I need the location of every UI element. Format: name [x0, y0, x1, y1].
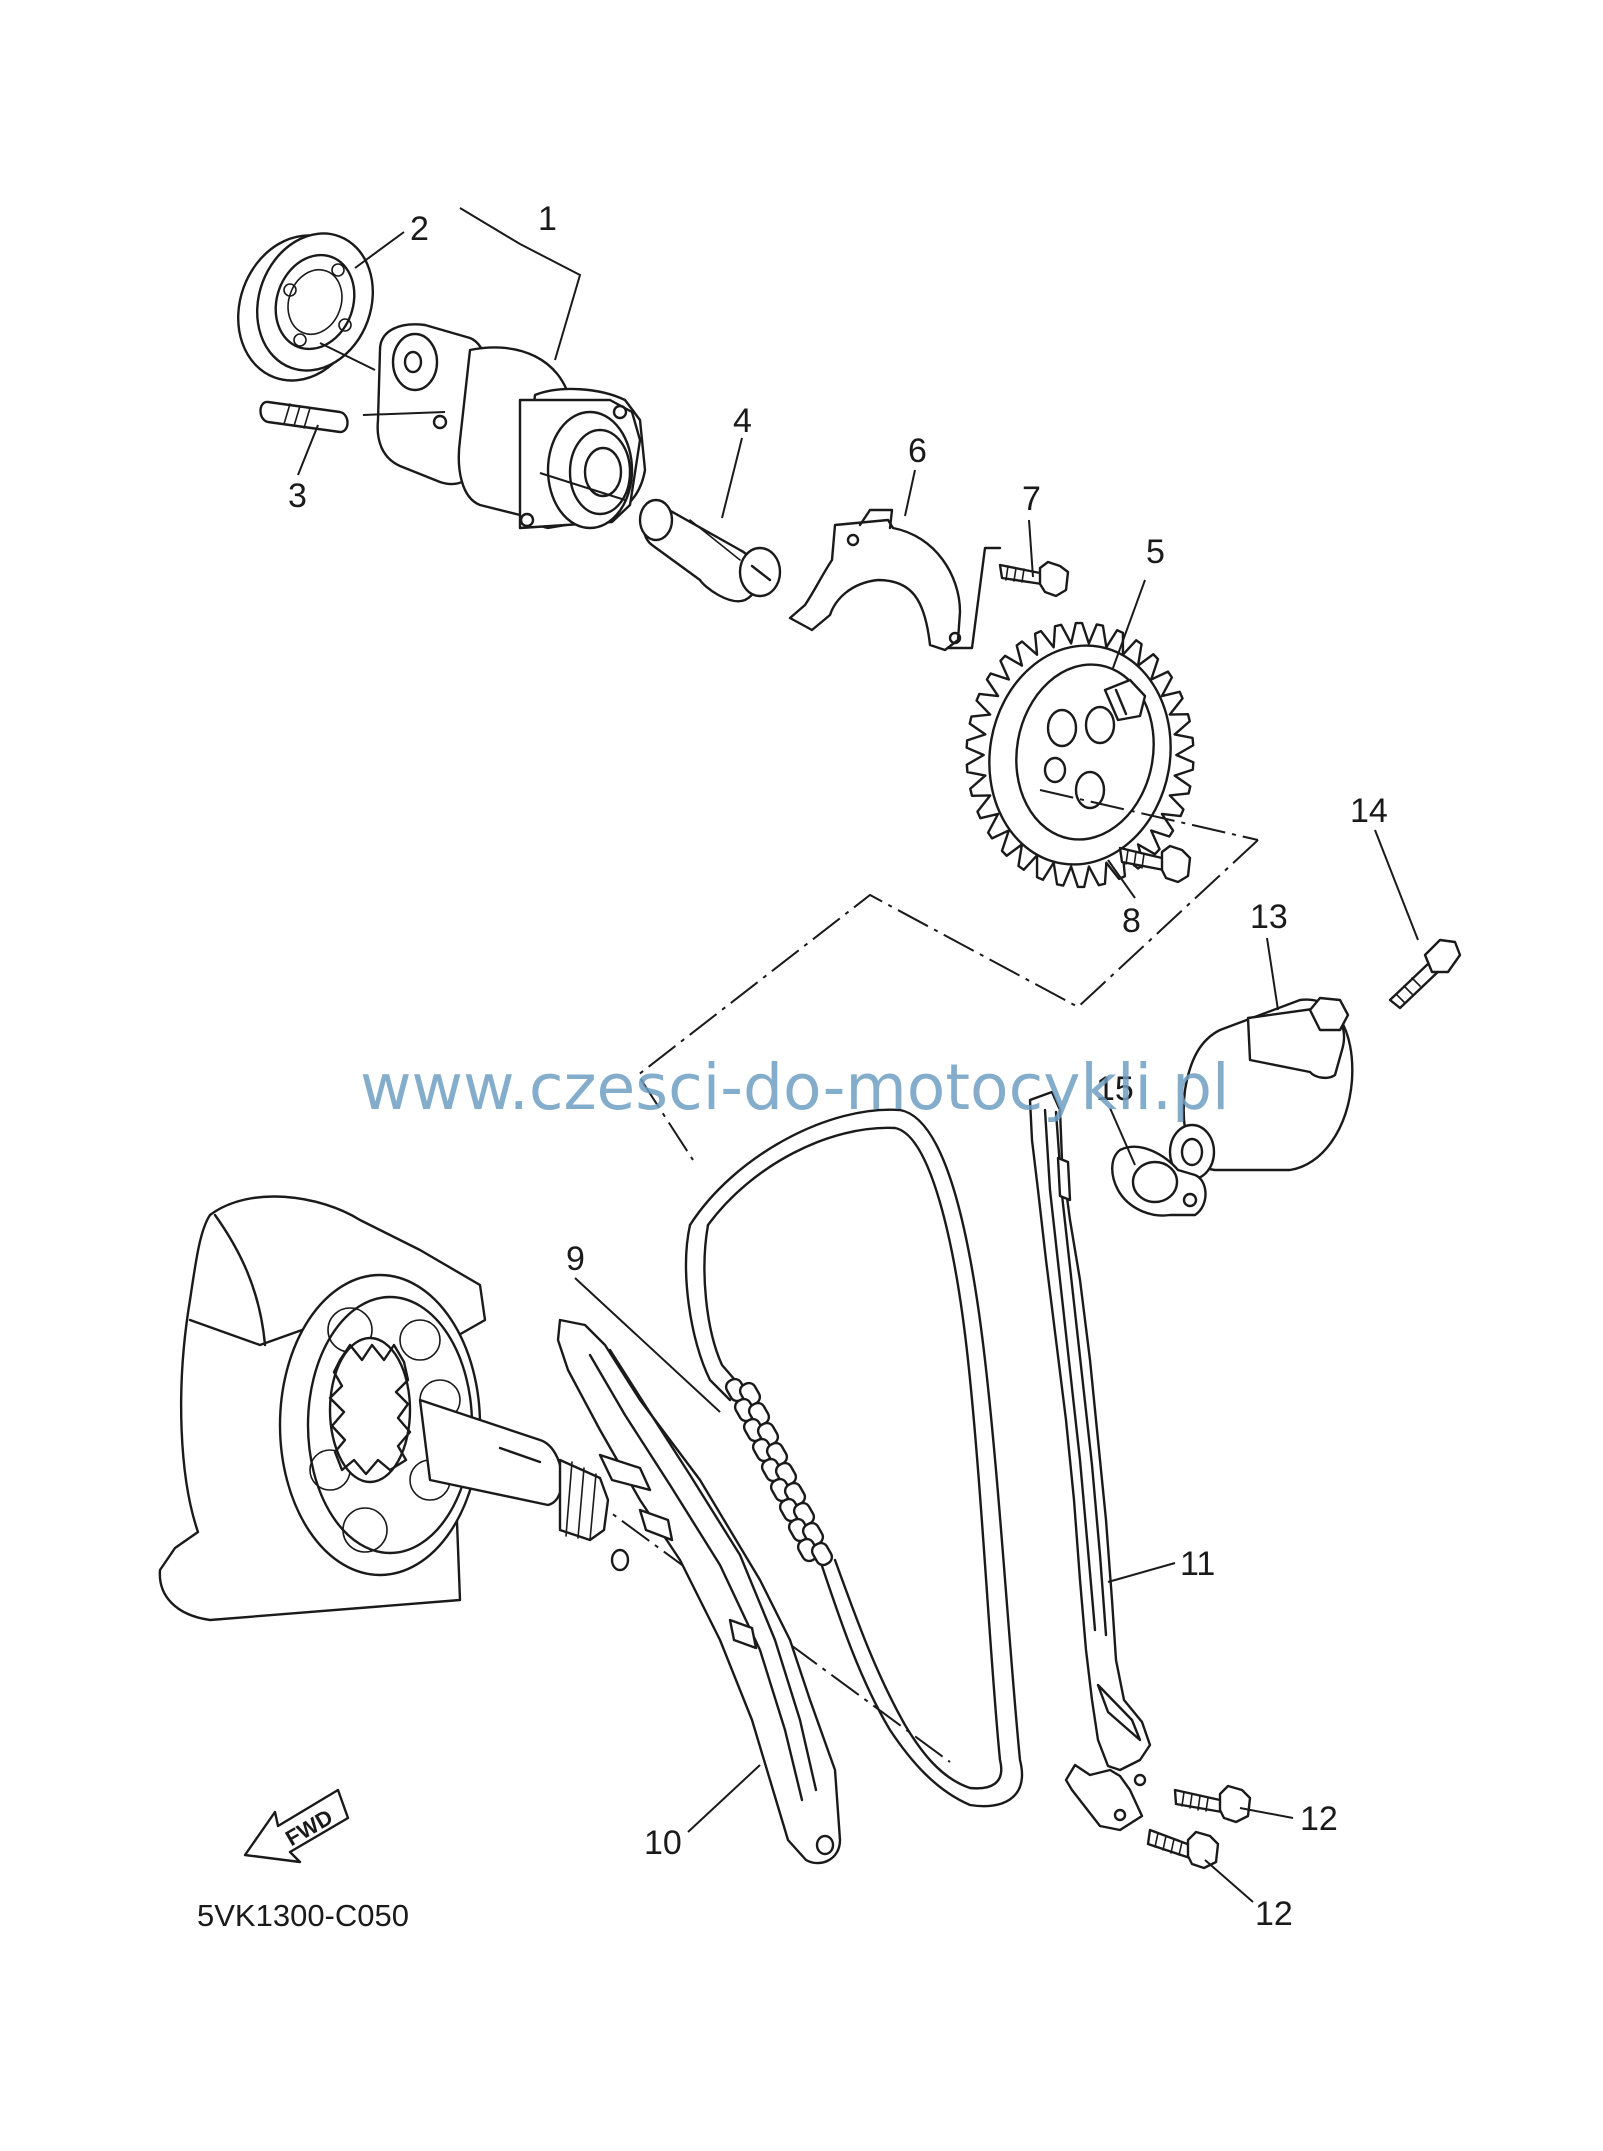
callout-7: 7	[1022, 480, 1041, 518]
bearing-part-2	[236, 232, 375, 382]
plate-part-6	[788, 508, 962, 652]
callout-3: 3	[288, 477, 307, 515]
bolt-part-7	[998, 560, 1070, 598]
callout-6: 6	[908, 432, 927, 470]
callout-15: 15	[1096, 1070, 1134, 1108]
callout-1: 1	[538, 200, 557, 238]
dashed-guide-sprocket	[636, 839, 1259, 1161]
dowel-pin-part-3	[259, 400, 349, 434]
callout-10: 10	[644, 1824, 682, 1862]
sprocket-part-5	[965, 621, 1195, 889]
chain-link	[810, 1541, 834, 1567]
leader-lines	[297, 207, 1419, 1903]
bolt-part-12-upper	[1173, 1784, 1252, 1824]
fwd-arrow: FWD	[243, 1788, 350, 1864]
bolt-part-8	[1118, 844, 1192, 884]
bolt-part-14	[1388, 938, 1462, 1010]
callout-13: 13	[1250, 898, 1288, 936]
callout-8: 8	[1122, 902, 1141, 940]
callout-4: 4	[733, 402, 752, 440]
tensioner-part-13	[1168, 996, 1354, 1181]
callout-2: 2	[410, 210, 429, 248]
callouts: 1 2 3 4 6 7 5 8 14 13 15 9 11 10 12 12	[288, 200, 1388, 1933]
cam-chain-part-9	[684, 1108, 1023, 1808]
callout-9: 9	[566, 1240, 585, 1278]
tensioner-guide-part-11	[1028, 1090, 1152, 1832]
watermark: www.czesci-do-motocykli.pl	[360, 1051, 1230, 1124]
callout-14: 14	[1350, 792, 1388, 830]
callout-12-lower: 12	[1255, 1895, 1293, 1933]
crankshaft	[158, 1195, 630, 1622]
callout-5: 5	[1146, 533, 1165, 571]
diagram-code: 5VK1300-C050	[197, 1898, 409, 1933]
camshaft-part-1	[376, 323, 647, 530]
callout-12-upper: 12	[1300, 1800, 1338, 1838]
dashed-guide-sprocket-center	[1039, 789, 1259, 841]
callout-11: 11	[1180, 1545, 1215, 1583]
bolt-part-12-lower	[1146, 1828, 1220, 1870]
shaft-part-4	[638, 498, 782, 603]
chain-guide-part-10	[556, 1318, 842, 1865]
leader-bracket-7	[946, 546, 1002, 650]
